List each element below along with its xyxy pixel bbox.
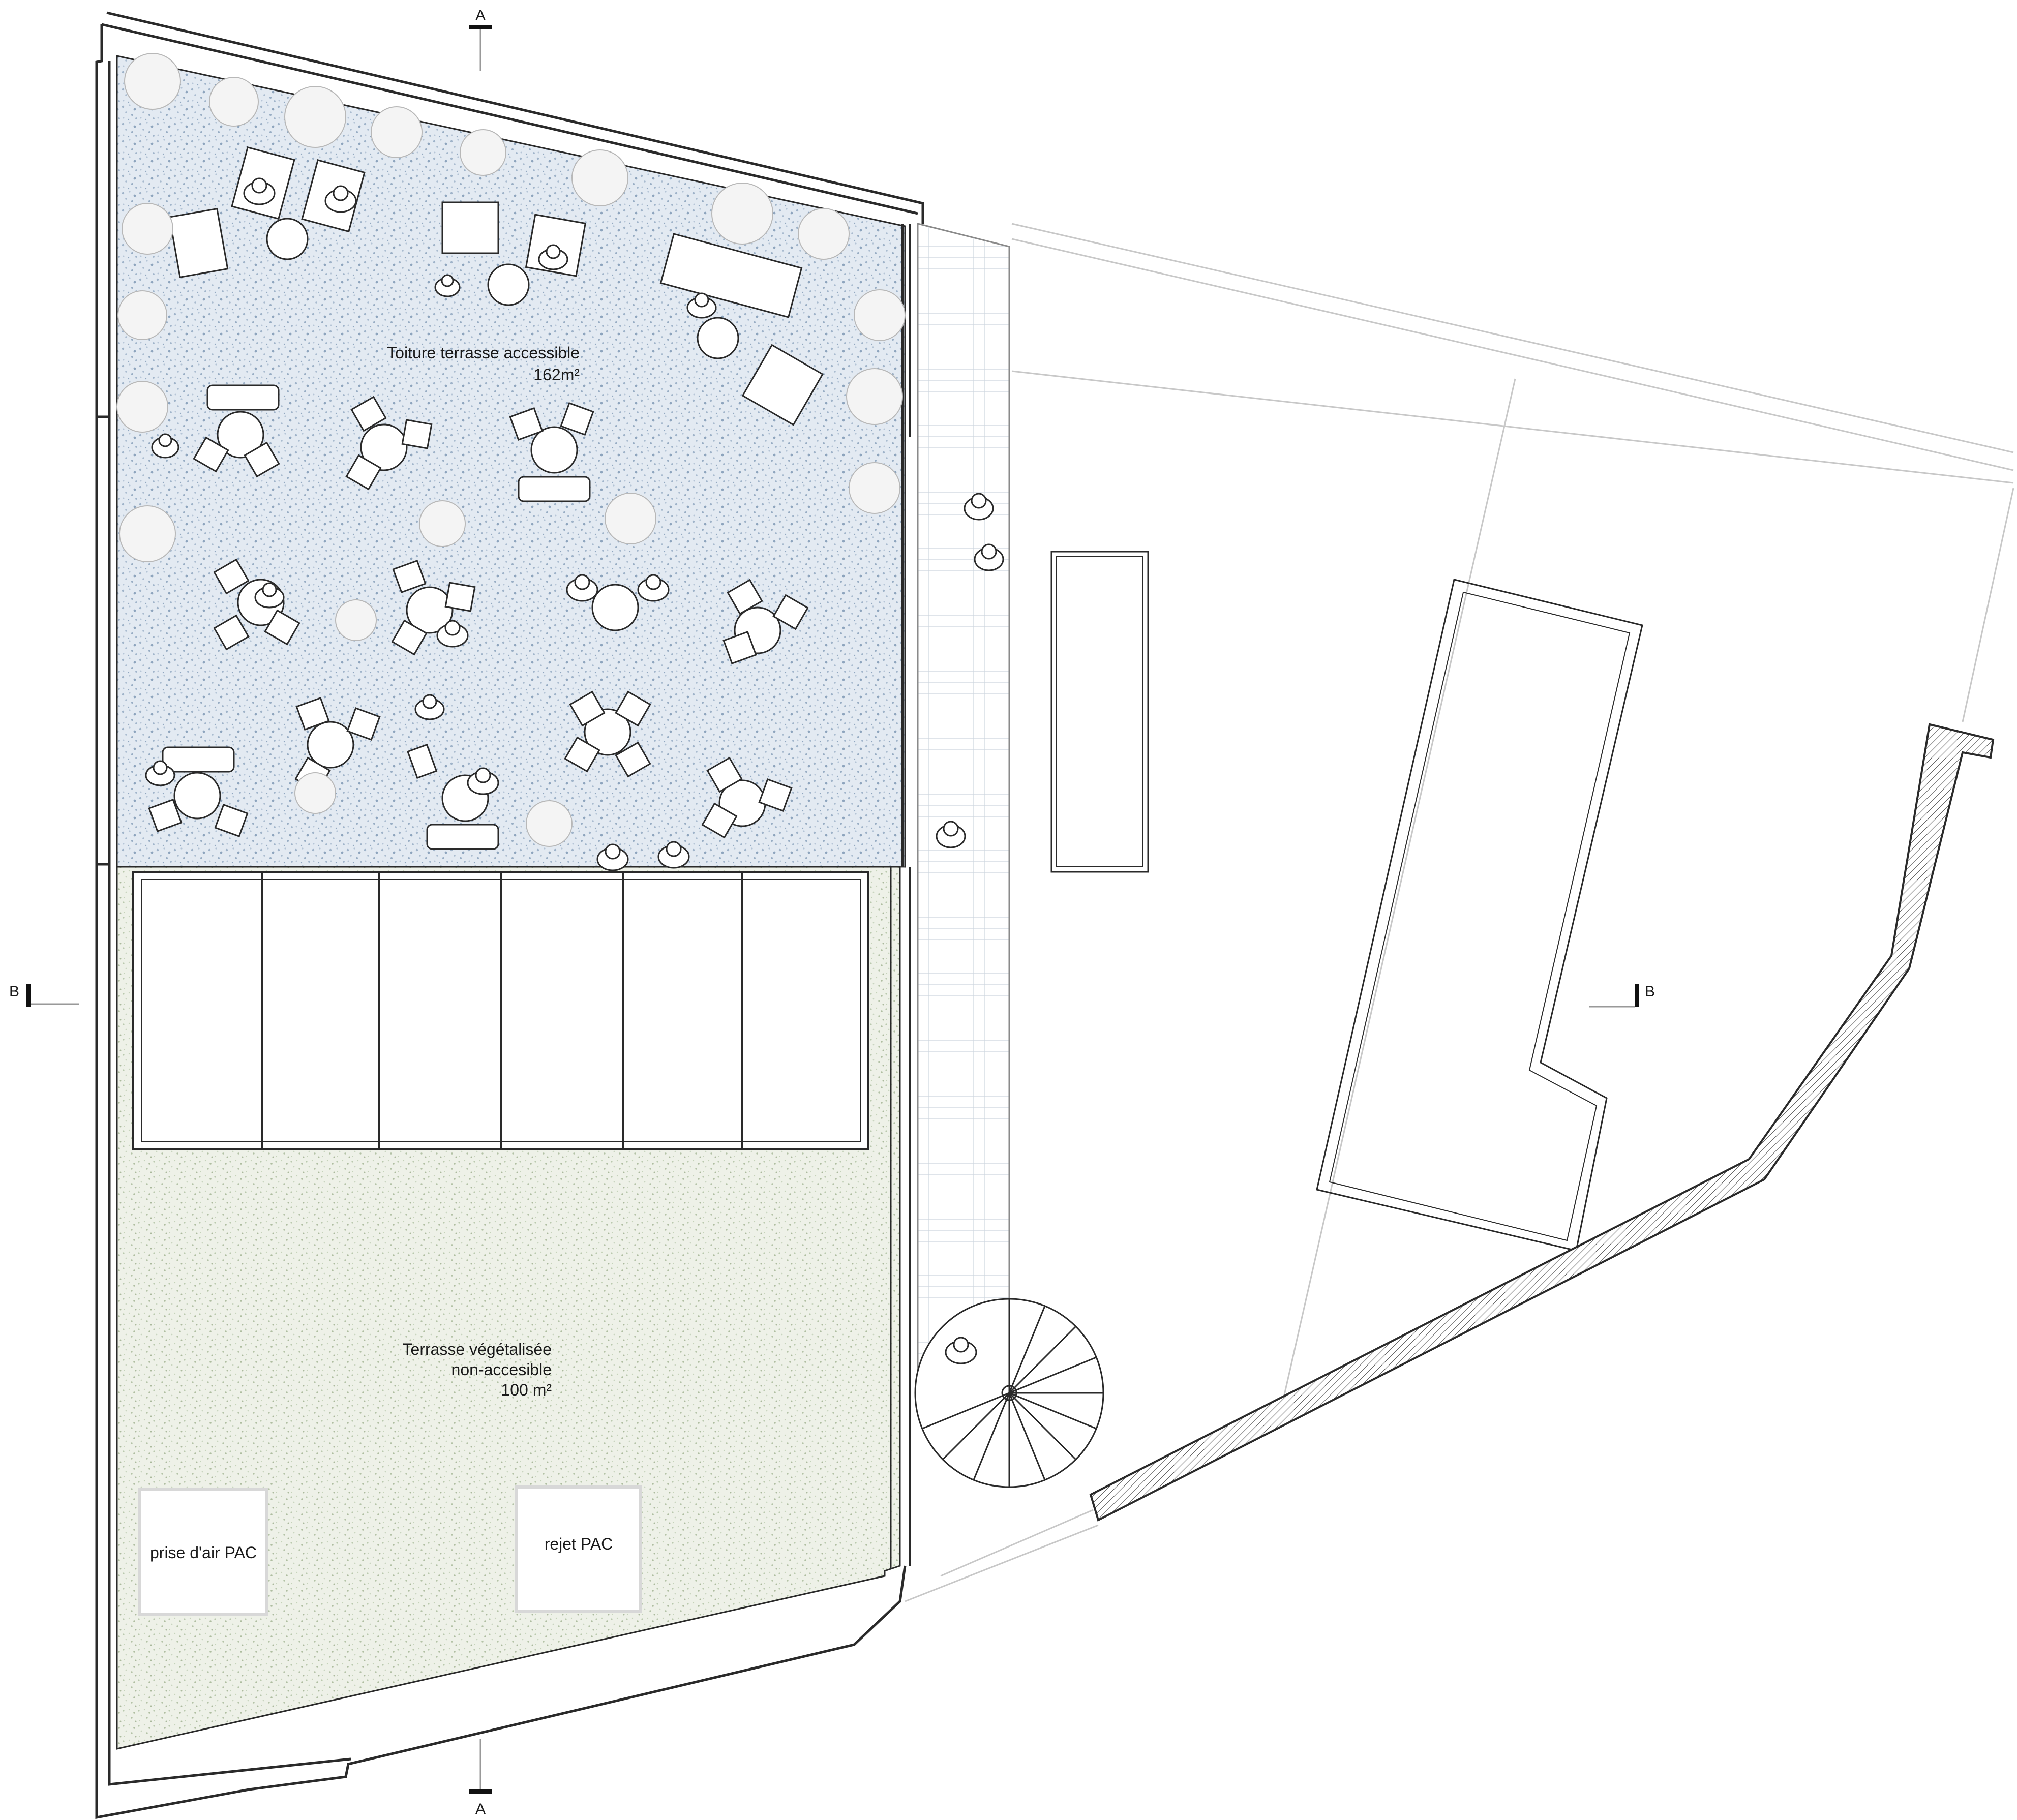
green-roof-label: Terrasse végétalisée non-accesible 100 m… <box>403 1340 552 1399</box>
roof-opening-rect <box>1050 551 1149 873</box>
terrace-chairs <box>148 396 809 839</box>
people-figures <box>145 177 1004 1364</box>
section-marker-b-left: B <box>9 983 79 1007</box>
planting <box>116 53 906 847</box>
l-shaped-roof-element <box>1316 579 1643 1252</box>
section-label-b-right: B <box>1645 983 1655 1000</box>
skylight-panels <box>132 871 869 1150</box>
section-marker-a-bottom: A <box>469 1739 492 1817</box>
green-roof-subtitle: non-accesible <box>451 1360 552 1379</box>
section-marker-b-right: B <box>1589 983 1655 1008</box>
building-outline <box>95 11 924 1819</box>
pac-intake-box <box>138 1488 268 1616</box>
pac-exhaust-box <box>515 1485 642 1613</box>
pac-intake-label: prise d'air PAC <box>150 1543 257 1562</box>
accessible-terrace-area-value: 162m² <box>533 366 580 384</box>
accessible-terrace-name: Toiture terrasse accessible <box>387 344 580 362</box>
accessible-terrace-area <box>116 55 906 868</box>
neighbour-outline <box>905 223 2014 1602</box>
retaining-wall <box>1089 723 1995 1522</box>
terrace-furniture <box>162 146 824 850</box>
section-label-a-bottom: A <box>475 1801 486 1817</box>
green-roof-name: Terrasse végétalisée <box>403 1340 552 1358</box>
accessible-terrace-label: Toiture terrasse accessible 162m² <box>387 344 580 384</box>
pac-exhaust-label: rejet PAC <box>545 1535 613 1553</box>
section-marker-a-top: A <box>469 7 492 71</box>
green-roof-area-value: 100 m² <box>501 1381 552 1399</box>
spiral-staircase <box>914 1298 1104 1488</box>
walkway <box>917 223 1010 1394</box>
section-label-b-left: B <box>9 983 19 1000</box>
section-label-a-top: A <box>475 7 486 24</box>
